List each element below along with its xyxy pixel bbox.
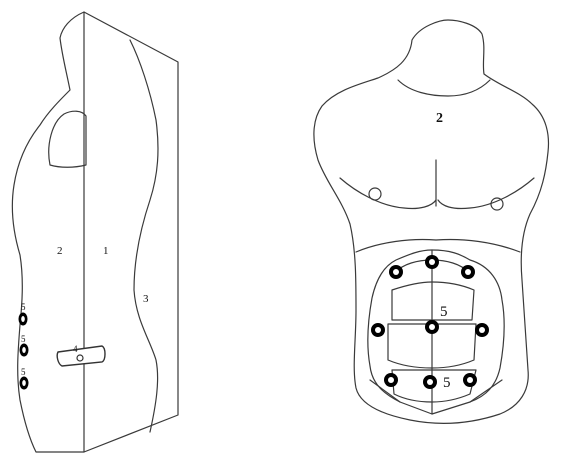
side-electrode-label: 5 xyxy=(21,302,26,312)
electrode-hole xyxy=(465,269,471,275)
side-label-2: 2 xyxy=(57,245,63,257)
side-electrode xyxy=(22,347,26,353)
front-chest-label: 2 xyxy=(436,111,443,126)
nipple-left xyxy=(369,188,381,200)
side-label-4: 4 xyxy=(73,344,78,354)
electrode-hole xyxy=(388,377,394,383)
electrode-hole xyxy=(479,327,485,333)
side-electrode-label: 5 xyxy=(21,367,26,377)
belt-fastener xyxy=(57,346,105,366)
electrode-hole xyxy=(393,269,399,275)
side-label-1: 1 xyxy=(103,245,109,257)
electrode-hole xyxy=(429,259,435,265)
front-view-figure: 2 5 5 xyxy=(314,20,549,423)
back-contour xyxy=(130,40,158,432)
side-electrode xyxy=(21,316,25,322)
side-view-figure: 1 2 3 4 5 5 5 xyxy=(12,12,178,452)
electrode-hole xyxy=(429,324,435,330)
cut-plane-panel xyxy=(84,12,178,452)
nipple-right xyxy=(491,198,503,210)
side-electrode xyxy=(22,380,26,386)
front-electrodes xyxy=(371,255,489,389)
neck-line xyxy=(398,80,490,96)
electrode-hole xyxy=(467,377,473,383)
front-abdomen-label-upper: 5 xyxy=(440,304,448,320)
inner-pad xyxy=(392,282,474,320)
front-torso-outline xyxy=(314,20,549,423)
side-electrode-label: 5 xyxy=(21,334,26,344)
pectoral-line-left xyxy=(340,178,436,209)
electrode-hole xyxy=(427,379,433,385)
side-label-3: 3 xyxy=(143,293,149,305)
electrode-hole xyxy=(375,327,381,333)
front-abdomen-label-lower: 5 xyxy=(443,375,451,391)
pectoral-line-right xyxy=(438,178,534,209)
arm-stump xyxy=(49,111,86,167)
